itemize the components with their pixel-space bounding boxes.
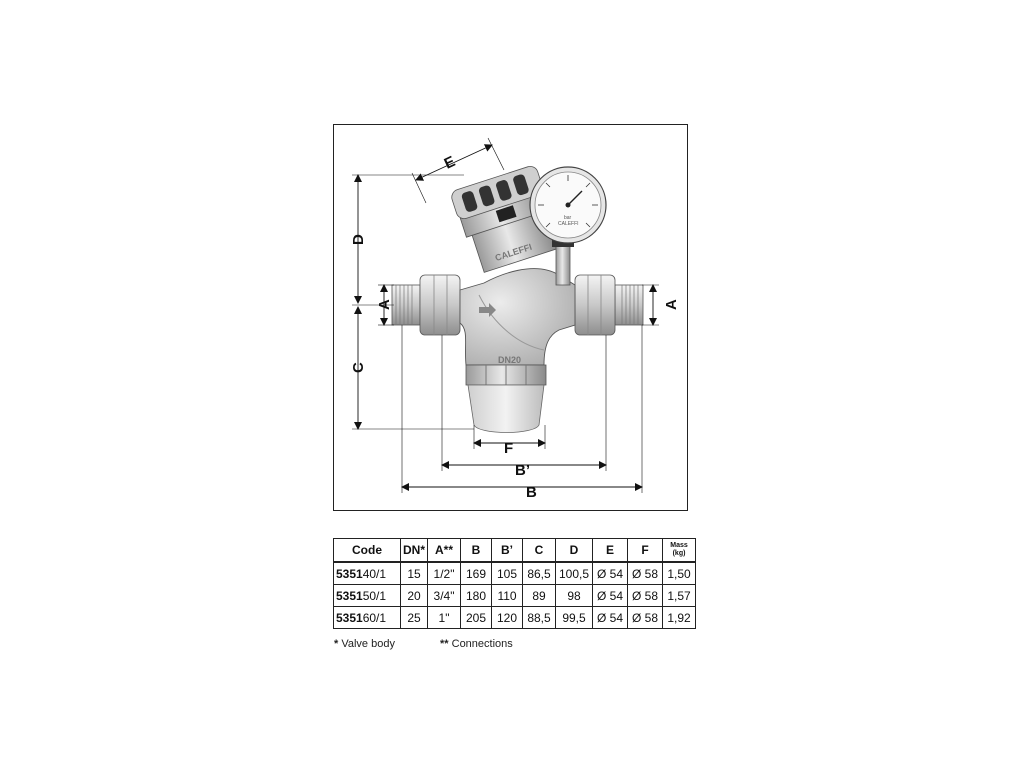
cell-mass: 1,92 <box>662 606 697 629</box>
cell-f: Ø 58 <box>627 561 664 585</box>
header-d: D <box>555 538 594 563</box>
cell-e: Ø 54 <box>592 584 629 607</box>
header-dn: DN* <box>399 538 429 563</box>
footnote-conn-text: Connections <box>448 638 513 650</box>
dim-label-a-right: A <box>663 299 680 310</box>
technical-drawing: DN20 CALEFFI <box>333 124 688 511</box>
code-suffix: 40/1 <box>362 566 387 581</box>
cell-mass: 1,57 <box>662 584 697 607</box>
dimension-lines <box>352 137 659 493</box>
code-prefix: 5351 <box>336 588 363 603</box>
dim-label-b-prime: B’ <box>515 462 530 479</box>
valve-illustration: DN20 CALEFFI <box>391 166 644 433</box>
header-mass-label: Mass <box>670 542 688 549</box>
cell-b: 169 <box>460 561 493 585</box>
code-prefix: 5351 <box>336 610 363 625</box>
dim-label-d: D <box>350 234 367 245</box>
table-row: 535150/1 20 3/4" 180 110 89 98 Ø 54 Ø 58… <box>333 584 697 607</box>
footnote-valve-body: * Valve body <box>334 638 395 650</box>
cell-mass: 1,50 <box>662 561 697 585</box>
dim-label-c: C <box>350 362 367 373</box>
cell-code: 535160/1 <box>333 606 401 629</box>
spec-table: Code DN* A** B B’ C D E F Mass (kg) 5351… <box>333 538 697 629</box>
valve-diagram: DN20 CALEFFI <box>350 137 680 501</box>
table-row: 535140/1 15 1/2" 169 105 86,5 100,5 Ø 54… <box>333 561 697 585</box>
header-e: E <box>592 538 629 563</box>
header-f: F <box>627 538 664 563</box>
gauge-unit: bar <box>564 215 572 221</box>
cell-f: Ø 58 <box>627 584 664 607</box>
header-b: B <box>460 538 493 563</box>
header-a: A** <box>427 538 462 563</box>
dim-label-e: E <box>442 153 458 173</box>
cell-e: Ø 54 <box>592 561 629 585</box>
cell-c: 89 <box>522 584 557 607</box>
dim-label-b: B <box>526 484 537 501</box>
dim-label-f: F <box>504 440 513 457</box>
cell-dn: 20 <box>399 584 429 607</box>
gauge-brand: CALEFFI <box>558 221 579 227</box>
cell-d: 100,5 <box>555 561 594 585</box>
cell-d: 99,5 <box>555 606 594 629</box>
footnote-valve-text: Valve body <box>338 638 395 650</box>
cell-f: Ø 58 <box>627 606 664 629</box>
cell-code: 535140/1 <box>333 561 401 585</box>
header-mass-unit: (kg) <box>672 550 686 557</box>
code-suffix: 60/1 <box>362 610 387 625</box>
cell-code: 535150/1 <box>333 584 401 607</box>
cell-dn: 25 <box>399 606 429 629</box>
cell-b: 205 <box>460 606 493 629</box>
cell-b-prime: 110 <box>491 584 524 607</box>
code-prefix: 5351 <box>336 566 363 581</box>
cell-dn: 15 <box>399 561 429 585</box>
body-marking: DN20 <box>498 355 521 365</box>
header-code: Code <box>333 538 401 563</box>
cell-c: 86,5 <box>522 561 557 585</box>
footnote-valve-mark: * <box>334 638 339 650</box>
code-suffix: 50/1 <box>362 588 387 603</box>
table-header-row: Code DN* A** B B’ C D E F Mass (kg) <box>333 538 697 563</box>
table-row: 535160/1 25 1" 205 120 88,5 99,5 Ø 54 Ø … <box>333 606 697 629</box>
header-c: C <box>522 538 557 563</box>
footnote-conn-mark: ** <box>440 638 449 650</box>
dim-label-a-left: A <box>376 299 393 310</box>
cell-c: 88,5 <box>522 606 557 629</box>
cell-e: Ø 54 <box>592 606 629 629</box>
pressure-gauge: CALEFFI bar <box>529 166 607 244</box>
header-mass: Mass (kg) <box>662 538 697 563</box>
cell-a: 3/4" <box>427 584 462 607</box>
footnote-connections: ** Connections <box>440 638 513 650</box>
cell-b-prime: 120 <box>491 606 524 629</box>
cell-d: 98 <box>555 584 594 607</box>
cell-a: 1" <box>427 606 462 629</box>
header-b-prime: B’ <box>491 538 524 563</box>
cell-b-prime: 105 <box>491 561 524 585</box>
cell-b: 180 <box>460 584 493 607</box>
cell-a: 1/2" <box>427 561 462 585</box>
